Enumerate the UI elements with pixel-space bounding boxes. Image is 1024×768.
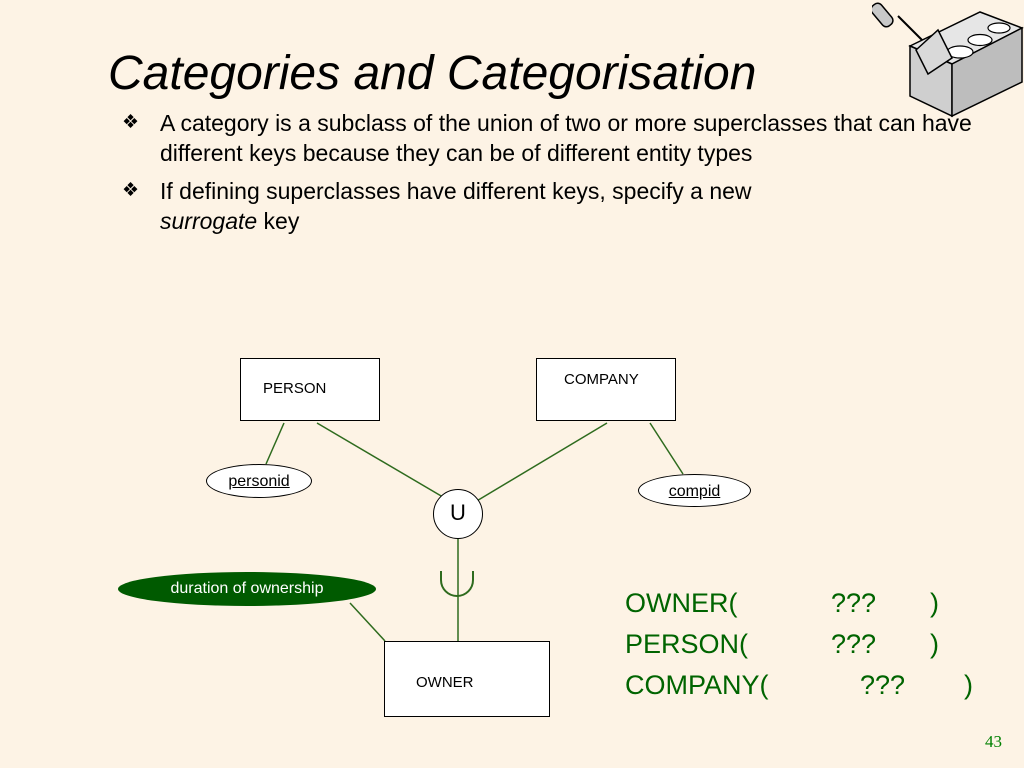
company-to-compid-line — [649, 422, 684, 475]
bullet-text-italic: surrogate — [160, 208, 258, 234]
company-entity-label: COMPANY — [564, 371, 639, 388]
person-entity-label: PERSON — [263, 380, 327, 397]
person-to-union-line — [316, 422, 449, 501]
relation-close: ) — [964, 670, 973, 700]
compid-attribute: compid — [638, 474, 751, 507]
diamond-bullet-icon: ❖ — [122, 180, 140, 201]
relation-key: ??? — [831, 588, 877, 618]
relation-close: ) — [930, 629, 939, 659]
person-entity: PERSON — [240, 358, 380, 421]
duration-of-ownership-attribute: duration of ownership — [118, 572, 376, 606]
owner-entity-label: OWNER — [416, 674, 474, 691]
owner-to-duration-line — [349, 602, 386, 642]
bullet-text: If defining superclasses have different … — [160, 178, 752, 204]
company-entity: COMPANY — [536, 358, 676, 421]
bullet-text: A category is a subclass of the union of… — [160, 110, 972, 166]
bullet-item: ❖ A category is a subclass of the union … — [122, 108, 1002, 168]
relation-close: ) — [930, 588, 939, 618]
relation-key: ??? — [860, 670, 906, 700]
union-circle: U — [433, 489, 483, 539]
subset-symbol-icon — [440, 571, 474, 597]
relation-name: PERSON( — [625, 629, 749, 659]
trowel-brick-icon — [872, 2, 1024, 118]
bullet-text-tail: key — [257, 208, 300, 234]
relation-key: ??? — [831, 629, 877, 659]
personid-attribute: personid — [206, 464, 312, 498]
owner-entity: OWNER — [384, 641, 550, 717]
company-to-union-line — [474, 422, 608, 503]
relation-name: OWNER( — [625, 588, 738, 618]
person-to-personid-line — [265, 422, 285, 465]
bullet-list: ❖ A category is a subclass of the union … — [122, 108, 1002, 244]
slide-number: 43 — [985, 732, 1002, 751]
diamond-bullet-icon: ❖ — [122, 112, 140, 133]
relation-name: COMPANY( — [625, 670, 769, 700]
slide-title: Categories and Categorisation — [108, 47, 757, 100]
bullet-item: ❖ If defining superclasses have differen… — [122, 176, 1002, 236]
